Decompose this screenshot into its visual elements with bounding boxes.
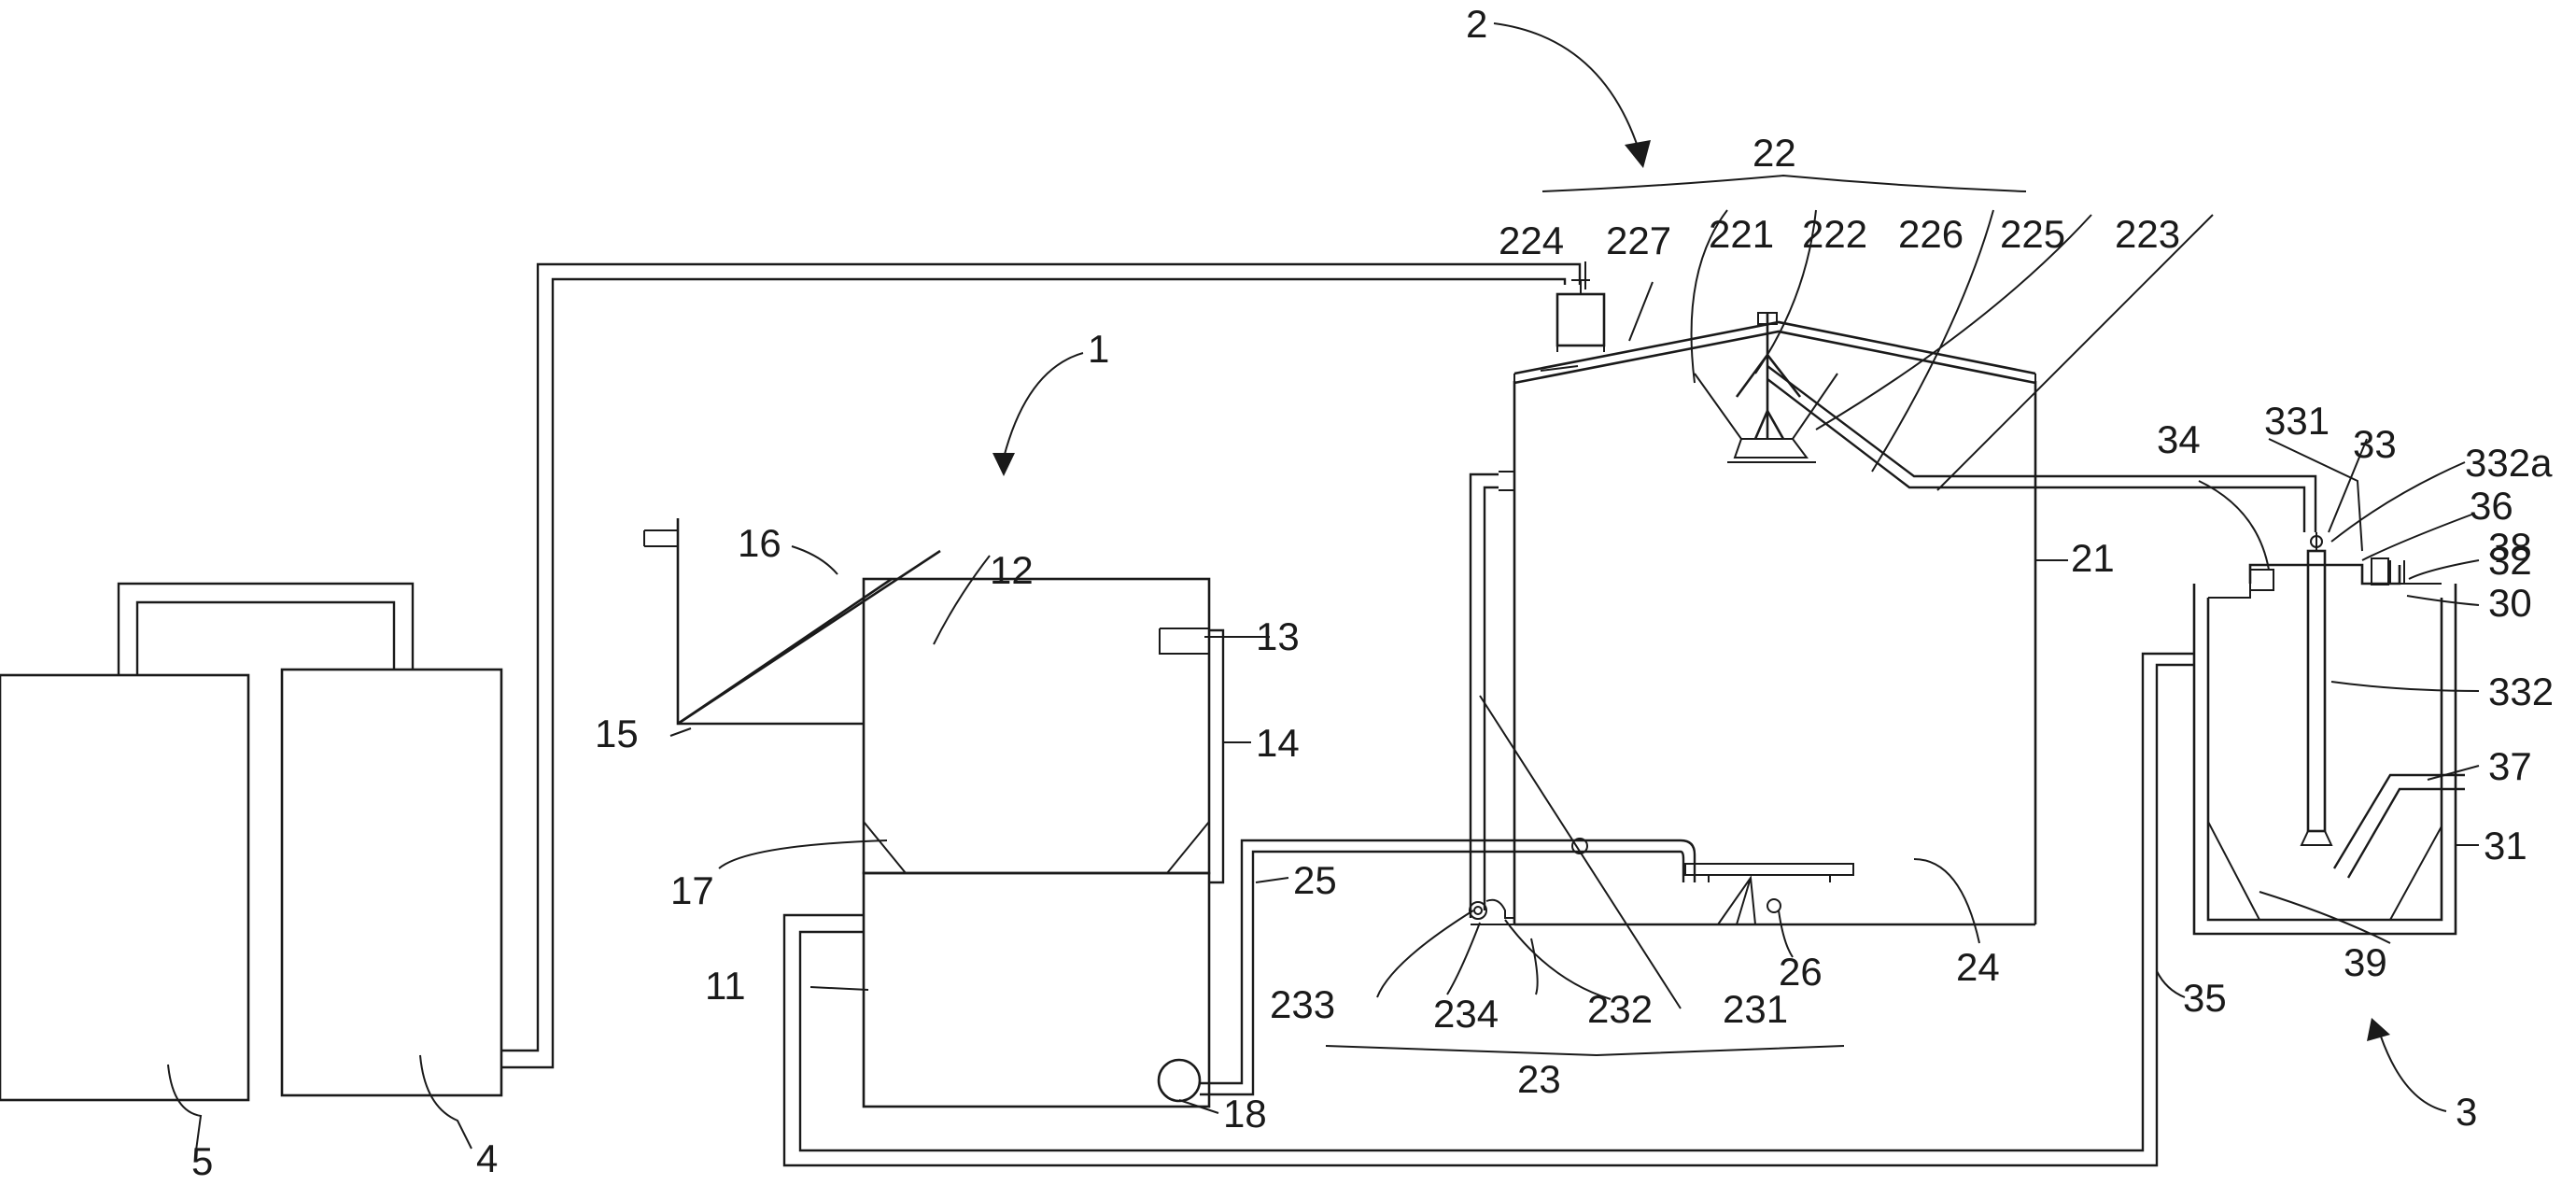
label-13: 13 <box>1256 614 1300 658</box>
label-39: 39 <box>2344 940 2387 984</box>
labels: 1 2 3 4 5 11 12 13 14 15 16 17 18 21 22 … <box>191 2 2554 1183</box>
leader-lines <box>167 209 2480 1151</box>
label-331: 331 <box>2264 399 2330 443</box>
outlet-pipe-223 <box>1767 365 2317 532</box>
arrow-3 <box>2367 1018 2447 1112</box>
pump-23 <box>1469 471 1514 925</box>
upper-tank-12 <box>862 577 1211 875</box>
label-18: 18 <box>1223 1092 1267 1136</box>
label-222: 222 <box>1802 212 1867 256</box>
aerator-24 <box>1684 863 1854 925</box>
label-231: 231 <box>1723 987 1788 1031</box>
label-227: 227 <box>1606 219 1671 262</box>
label-36: 36 <box>2470 484 2513 528</box>
label-224: 224 <box>1499 219 1564 262</box>
label-24: 24 <box>1956 945 2000 989</box>
label-35: 35 <box>2183 976 2227 1020</box>
label-3: 3 <box>2456 1090 2477 1134</box>
label-11: 11 <box>705 964 746 1008</box>
label-12: 12 <box>990 548 1034 592</box>
label-14: 14 <box>1256 721 1300 765</box>
pump-18 <box>1157 1058 1202 1103</box>
roof-227 <box>1513 320 2036 385</box>
arrow-2 <box>1493 22 1651 168</box>
label-5: 5 <box>191 1139 213 1183</box>
label-225: 225 <box>2000 212 2065 256</box>
fitting-30 <box>2371 557 2405 585</box>
label-221: 221 <box>1709 212 1774 256</box>
label-15: 15 <box>595 712 639 755</box>
arrow-1 <box>992 352 1084 476</box>
label-34: 34 <box>2157 417 2201 461</box>
feed-pipe-4-to-224 <box>501 262 1582 1069</box>
motor-224 <box>1555 279 1606 352</box>
label-17: 17 <box>670 868 714 912</box>
tube-332 <box>2300 532 2333 846</box>
label-16: 16 <box>738 521 781 565</box>
label-223: 223 <box>2115 212 2180 256</box>
label-37: 37 <box>2488 744 2532 788</box>
pipe-37 <box>2332 773 2465 879</box>
lower-tank-11 <box>862 871 1211 1108</box>
inclined-plate-16 <box>677 549 941 726</box>
pipe-25 <box>1200 838 1696 1096</box>
box-34 <box>2249 569 2274 591</box>
label-26: 26 <box>1779 950 1823 994</box>
label-234: 234 <box>1433 992 1499 1036</box>
leader-231-diagonal <box>1479 695 1682 1009</box>
cone-221 <box>1694 373 1838 463</box>
label-23: 23 <box>1517 1057 1561 1101</box>
label-232: 232 <box>1587 987 1653 1031</box>
agitator-222 <box>1735 312 1802 440</box>
label-332a: 332a <box>2465 441 2553 485</box>
connecting-pipe-4-5 <box>117 582 415 675</box>
tank-4 <box>280 668 503 1097</box>
label-25: 25 <box>1293 858 1337 902</box>
brace-22 <box>1541 174 2027 192</box>
label-31: 31 <box>2484 824 2527 868</box>
label-21: 21 <box>2071 536 2115 580</box>
label-226: 226 <box>1898 212 1964 256</box>
tank-5 <box>0 673 250 1102</box>
label-4: 4 <box>476 1136 498 1180</box>
return-pipe-35 <box>782 652 2194 1167</box>
label-38: 38 <box>2488 525 2532 569</box>
label-1: 1 <box>1088 327 1109 371</box>
label-2: 2 <box>1466 2 1487 46</box>
label-33: 33 <box>2353 422 2397 466</box>
tank-31 <box>2192 584 2457 936</box>
label-332: 332 <box>2488 670 2554 713</box>
label-30: 30 <box>2488 581 2532 625</box>
side-pipe-14 <box>1209 628 1225 884</box>
label-22: 22 <box>1753 131 1796 175</box>
brace-23 <box>1325 1045 1845 1057</box>
label-32: 32 <box>2488 539 2532 583</box>
label-233: 233 <box>1270 982 1335 1026</box>
